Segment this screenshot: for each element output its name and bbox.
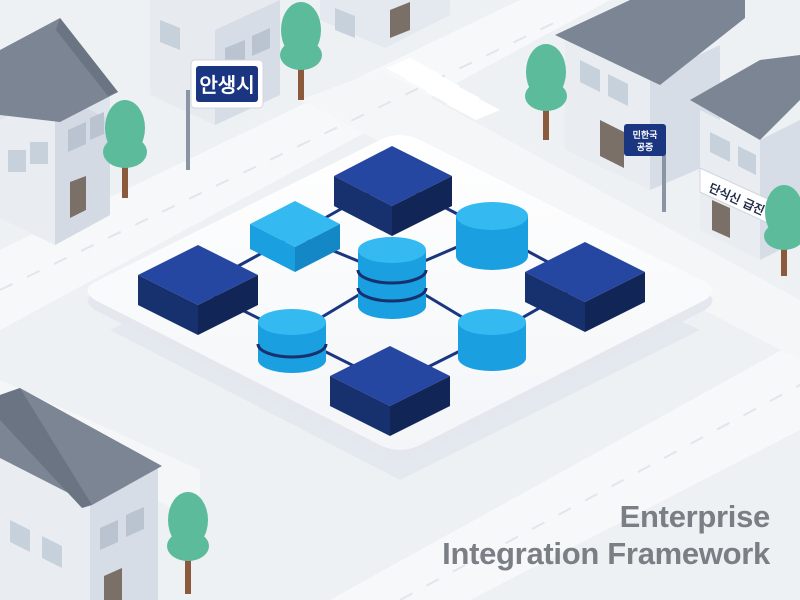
tree-1 [103, 100, 147, 198]
sky-block [250, 201, 340, 272]
navy-block-top [334, 146, 452, 236]
tree-3 [525, 44, 567, 140]
city-sign-text: 안생시 [199, 73, 254, 97]
caption-line-2: Integration Framework [442, 536, 770, 571]
tree-5 [167, 492, 209, 594]
navy-block-bottom [330, 346, 450, 436]
caption: Enterprise Integration Framework [442, 498, 770, 572]
small-sign-line1: 민한국 [633, 129, 659, 141]
building-top-center [320, 0, 450, 48]
navy-block-left [138, 245, 258, 335]
caption-line-1: Enterprise [619, 499, 771, 534]
cylinder-top-right [456, 202, 528, 270]
house-top-left [0, 18, 118, 245]
tree-2 [280, 2, 322, 100]
cylinder-left [256, 309, 328, 373]
navy-block-right [525, 242, 645, 332]
small-sign: 민한국 공증 [624, 124, 666, 212]
city-sign: 안생시 [186, 59, 264, 170]
house-bottom-left [0, 388, 162, 600]
cylinder-right [458, 309, 526, 371]
small-sign-line2: 공증 [637, 142, 654, 153]
tree-4 [764, 185, 800, 276]
cylinder-stack-center [356, 237, 428, 319]
crosswalk [386, 58, 500, 120]
